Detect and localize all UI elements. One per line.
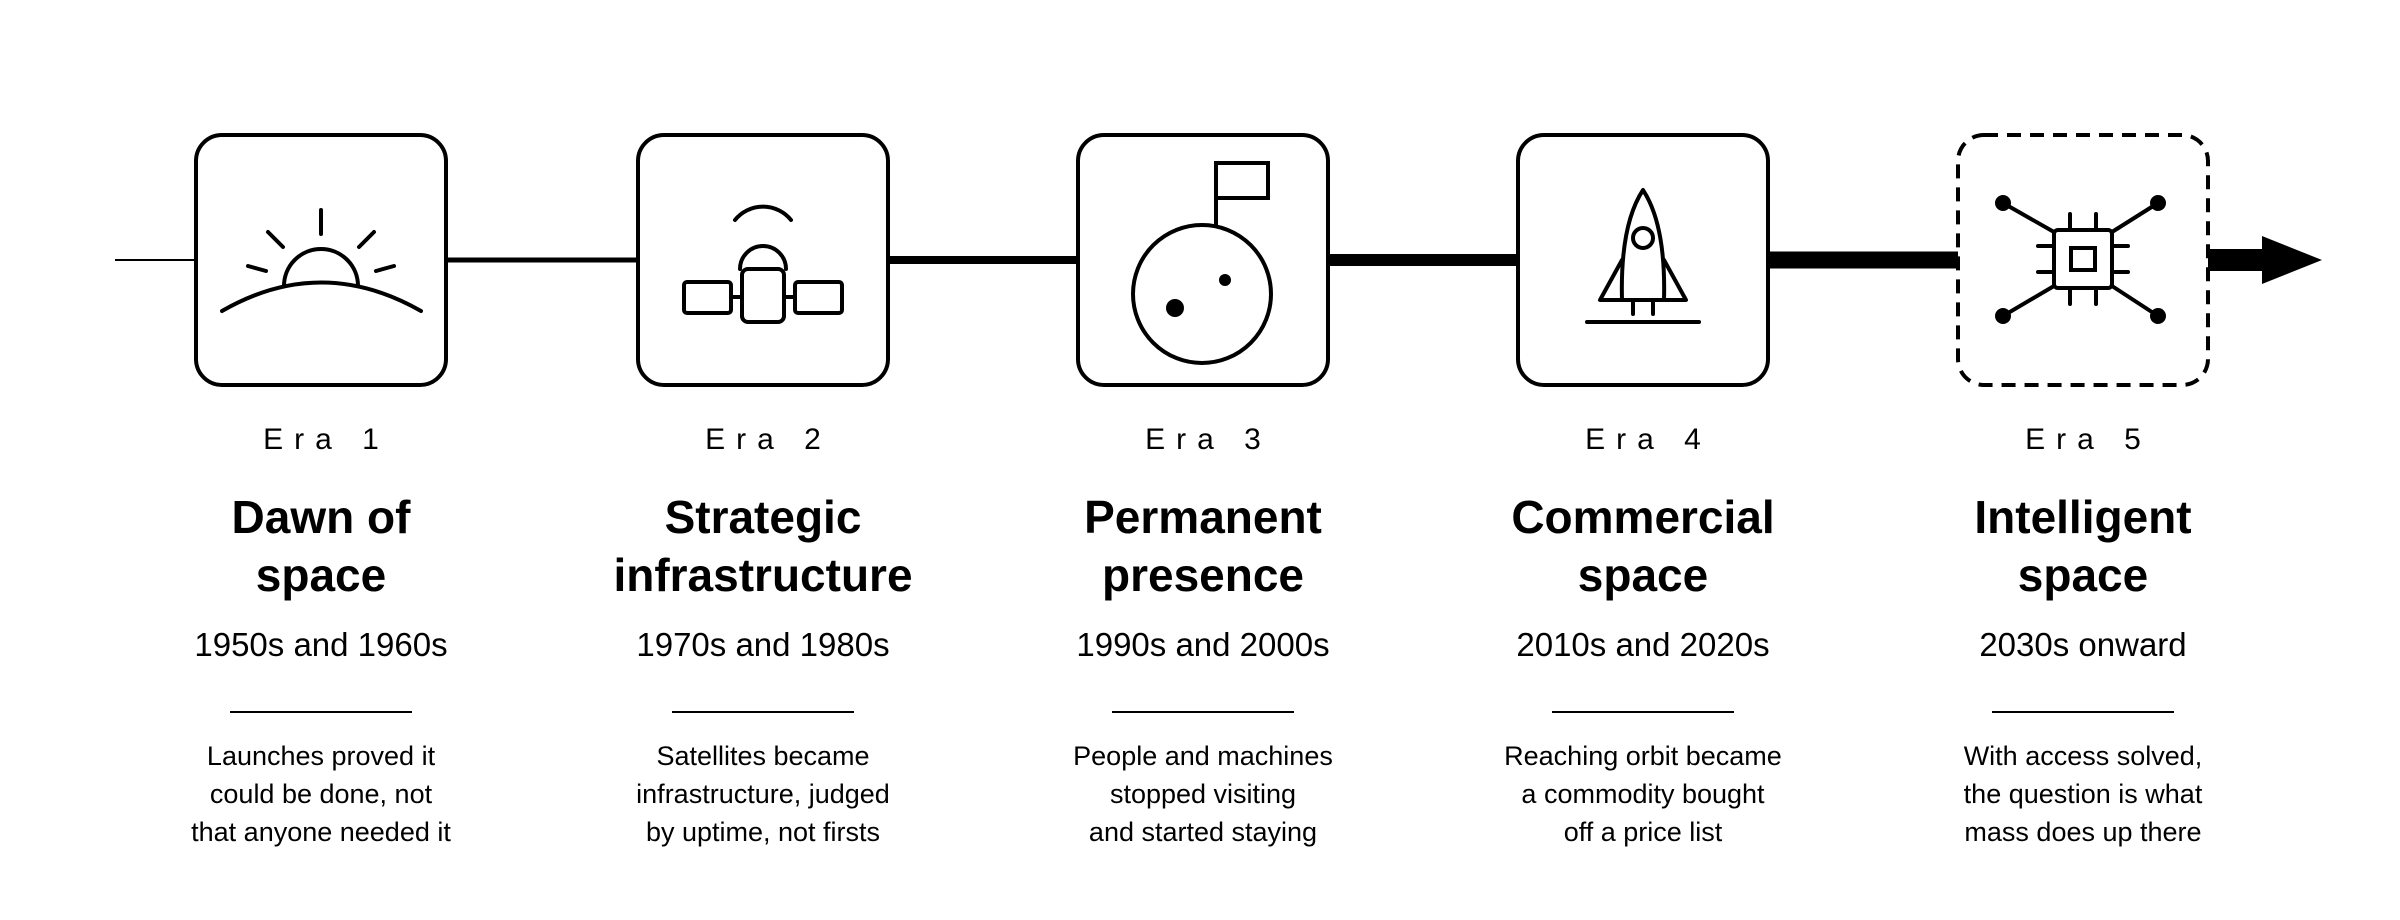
era-period: 2030s onward (1979, 626, 2187, 663)
era-4: Era 4 Commercial space 2010s and 2020s R… (1473, 420, 1813, 851)
era-title-line: space (255, 549, 387, 601)
era-description-line: and started staying (1088, 817, 1318, 847)
era-period: 1970s and 1980s (636, 626, 890, 663)
era-2-frame (636, 133, 890, 387)
era-description-line: that anyone needed it (191, 817, 451, 847)
era-number: Era 4 (1585, 423, 1712, 456)
era-title-line: presence (1101, 549, 1304, 601)
sunrise-icon (220, 208, 423, 313)
era-title-line: Strategic (664, 491, 862, 543)
satellite-icon (682, 204, 844, 324)
era-3: Era 3 Permanent presence 1990s and 2000s… (1033, 420, 1373, 851)
era-divider (1112, 711, 1294, 713)
era-number: Era 1 (263, 423, 390, 456)
era-divider (1552, 711, 1734, 713)
era-description: People and machines stopped visiting and… (1033, 737, 1373, 851)
era-number: Era 5 (2025, 423, 2152, 456)
era-period: 1950s and 1960s (194, 626, 448, 663)
era-description-line: With access solved, (1963, 741, 2203, 771)
era-4-frame (1516, 133, 1770, 387)
era-description: Reaching orbit became a commodity bought… (1473, 737, 1813, 851)
era-title: Permanent presence (1033, 488, 1373, 604)
era-description-line: a commodity bought (1521, 779, 1765, 809)
era-divider (230, 711, 412, 713)
era-description-line: infrastructure, judged (636, 779, 890, 809)
era-title: Intelligent space (1913, 488, 2253, 604)
era-title: Strategic infrastructure (593, 488, 933, 604)
moon-flag-icon (1131, 161, 1273, 365)
era-period: 1990s and 2000s (1076, 626, 1330, 663)
era-3-frame (1076, 133, 1330, 387)
era-title-line: space (1577, 549, 1709, 601)
era-description-line: by uptime, not firsts (645, 817, 881, 847)
era-description-line: Reaching orbit became (1504, 741, 1782, 771)
era-description-line: Satellites became (656, 741, 870, 771)
era-title-line: space (2017, 549, 2149, 601)
era-title-line: Intelligent (1974, 491, 2192, 543)
era-description-line: off a price list (1563, 817, 1723, 847)
era-description-line: stopped visiting (1109, 779, 1297, 809)
era-1-frame (194, 133, 448, 387)
era-description-line: Launches proved it (206, 741, 436, 771)
era-description-line: mass does up there (1964, 817, 2202, 847)
era-description: With access solved, the question is what… (1913, 737, 2253, 851)
era-description: Satellites became infrastructure, judged… (593, 737, 933, 851)
era-5: Era 5 Intelligent space 2030s onward Wit… (1913, 420, 2253, 851)
rocket-icon (1585, 188, 1701, 324)
ai-chip-icon (1995, 195, 2166, 324)
era-title-line: Commercial (1511, 491, 1775, 543)
era-number: Era 2 (705, 423, 832, 456)
era-title: Dawn of space (151, 488, 491, 604)
era-5-frame (1956, 133, 2210, 387)
era-description-line: the question is what (1963, 779, 2203, 809)
era-title-line: Permanent (1084, 491, 1322, 543)
era-title-line: infrastructure (613, 549, 913, 601)
timeline-arrowhead (2262, 236, 2322, 284)
era-period: 2010s and 2020s (1516, 626, 1770, 663)
era-number: Era 3 (1145, 423, 1272, 456)
era-description-line: could be done, not (209, 779, 433, 809)
era-description: Launches proved it could be done, not th… (151, 737, 491, 851)
era-divider (672, 711, 854, 713)
era-title-line: Dawn of (231, 491, 411, 543)
era-divider (1992, 711, 2174, 713)
era-title: Commercial space (1473, 488, 1813, 604)
era-description-line: People and machines (1073, 741, 1333, 771)
era-1: Era 1 Dawn of space 1950s and 1960s Laun… (151, 420, 491, 851)
era-2: Era 2 Strategic infrastructure 1970s and… (593, 420, 933, 851)
